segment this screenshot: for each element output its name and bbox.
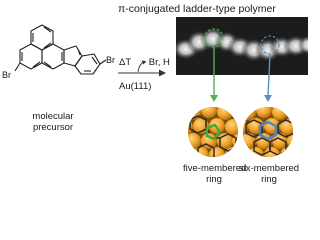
six-membered-label-line2: ring [261,174,277,185]
stm-image [176,17,308,102]
benzene-ring-side [74,53,101,75]
five-membered-ring-highlight [205,123,222,141]
five-membered-label-line2: ring [206,174,222,185]
precursor-label-line2: precursor [32,122,74,133]
figure: π-conjugated ladder-type polymer [2,3,308,185]
reaction-elimination-label: - Br, H [143,57,170,68]
reaction-substrate-label: Au(111) [119,81,152,92]
bromine-left-label: Br [2,70,11,80]
six-membered-label-line1: six-membered [238,163,300,174]
six-membered-ring-highlight [258,120,278,141]
bromine-right-label: Br [106,55,115,65]
inset-five-membered-model [188,107,238,157]
reaction-heat-label: ΔT [119,57,132,68]
reaction-arrow [118,60,166,77]
molecular-precursor-structure [14,24,107,75]
figure-title: π-conjugated ladder-type polymer [118,3,276,15]
five-membered-label-line1: five-membered [183,163,247,174]
precursor-label-line1: molecular [32,111,74,122]
inset-six-membered-model [243,107,293,157]
